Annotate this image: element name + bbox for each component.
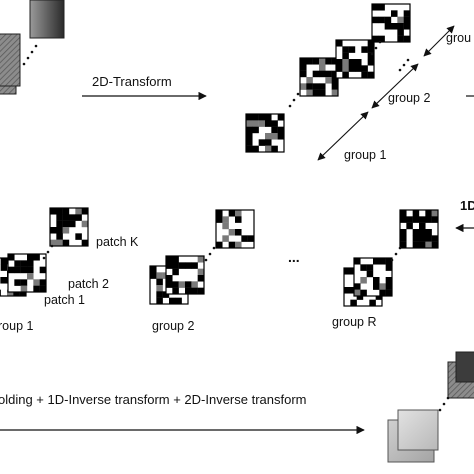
patch-1-label: patch 1 — [44, 293, 85, 307]
one-d-label: 1D — [460, 198, 474, 213]
transform-2d-label: 2D-Transform — [92, 74, 172, 89]
group-1-top-label: group 1 — [344, 148, 386, 162]
mid-group-1-dots — [42, 244, 54, 260]
output-stack-dots — [438, 396, 450, 412]
top-group-k-patch — [371, 3, 411, 43]
group-1-top-arrow — [317, 111, 369, 161]
input-stack-dots — [22, 44, 38, 66]
top-group-2-patch — [299, 57, 339, 97]
group-1-bottom-label: roup 1 — [0, 319, 33, 333]
transform-2d-arrow: 2D-Transform — [82, 74, 207, 101]
group-2-bottom-label: group 2 — [152, 319, 194, 333]
mid-group-2: group 2 — [149, 209, 255, 333]
output-image-stack — [387, 351, 474, 463]
input-image-stack — [0, 0, 65, 95]
one-d-arrow: 1D — [455, 198, 474, 233]
patch-2-label: patch 2 — [68, 277, 109, 291]
mid-group-2-dots — [204, 246, 216, 262]
mid-group-r: group R — [332, 209, 439, 329]
group-cut-label: grou — [446, 31, 471, 45]
mid-group-r-dots — [390, 246, 402, 262]
group-2-top-label: group 2 — [388, 91, 430, 105]
patch-k-label: patch K — [96, 235, 139, 249]
mid-group-1: patch K patch 2 patch 1 roup 1 — [0, 207, 139, 333]
groups-ellipsis: ... — [288, 249, 300, 265]
top-group-1-patch — [245, 113, 285, 153]
inverse-pipeline-arrow: olding + 1D-Inverse transform + 2D-Inver… — [0, 392, 365, 435]
top-group-3-patch — [335, 39, 375, 79]
inverse-pipeline-label: olding + 1D-Inverse transform + 2D-Inver… — [0, 392, 307, 407]
group-k-top-arrow — [423, 25, 455, 57]
group-r-label: group R — [332, 315, 376, 329]
group-2-top-arrow — [371, 63, 419, 109]
